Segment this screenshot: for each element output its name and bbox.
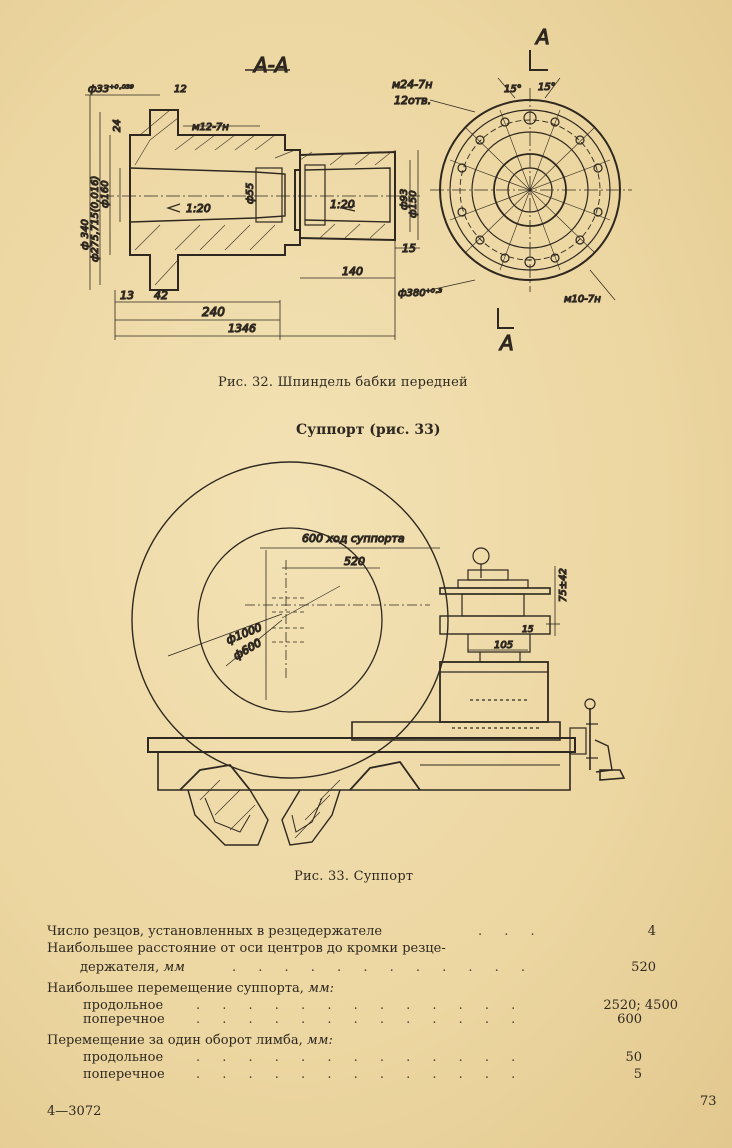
figure-32-caption: Рис. 32. Шпиндель бабки передней <box>218 375 468 390</box>
taper-right: 1:20 <box>330 198 355 211</box>
spindle-section-view <box>85 69 420 340</box>
spec-value: 5 <box>633 1067 642 1082</box>
spec-value: 520 <box>631 960 656 975</box>
leader-dots: . . . . . . . . . . . . . <box>196 998 525 1013</box>
carriage-drawing: 600 ход суппорта 520 ф1000 ф600 75±42 10… <box>131 461 626 846</box>
spec-value: 2520; 4500 <box>603 998 678 1013</box>
spec-row: продольное . . . . . . . . . . . . . 50 <box>0 1050 732 1066</box>
dim-240: 240 <box>202 305 225 319</box>
spec-label: держателя, мм <box>80 960 185 975</box>
spec-row: Число резцов, установленных в резцедержа… <box>0 924 732 940</box>
dim-d275: ф275,715(0,016) <box>90 176 101 262</box>
tool-post <box>439 547 560 723</box>
printer-signature: 4—3072 <box>47 1104 102 1119</box>
spec-unit: мм <box>163 960 185 975</box>
spec-row: поперечное . . . . . . . . . . . . . 600 <box>0 1012 732 1028</box>
handwheel <box>569 698 626 781</box>
spec-label: Перемещение за один оборот лимба, мм: <box>47 1033 333 1048</box>
dim-42: 42 <box>154 289 168 302</box>
thread-m10: м10-7н <box>564 294 601 305</box>
dim-13: 13 <box>120 289 134 302</box>
page-number: 73 <box>700 1094 717 1109</box>
dim-travel: 600 ход суппорта <box>302 532 405 545</box>
dim-d340: ф 340 <box>80 219 91 250</box>
figure-33-caption: Рис. 33. Суппорт <box>294 869 414 884</box>
spec-label: продольное <box>83 998 164 1013</box>
spec-row: Наибольшее перемещение суппорта, мм: <box>0 981 732 997</box>
spec-value: 50 <box>625 1050 642 1065</box>
spec-row: держателя, мм . . . . . . . . . . . . 52… <box>0 960 732 976</box>
dim-12: 12 <box>174 84 187 95</box>
dim-105: 105 <box>494 640 513 651</box>
leader-dots: . . . . . . . . . . . . . <box>196 1050 525 1065</box>
spec-value: 4 <box>647 924 656 939</box>
leader-dots: . . . . . . . . . . . . . <box>196 1012 525 1027</box>
spec-label: продольное <box>83 1050 164 1065</box>
dim-d380: ф380⁺⁰·³ <box>398 288 442 299</box>
dim-d55: ф55 <box>245 183 256 204</box>
dim-24: 24 <box>112 119 123 132</box>
dim-d93: ф93 <box>399 189 410 210</box>
section-label: А-А <box>252 53 289 77</box>
spec-label: Наибольшее расстояние от оси центров до … <box>47 941 446 956</box>
angle-15-left: 15° <box>504 84 522 95</box>
spec-label: Наибольшее перемещение суппорта, мм: <box>47 981 335 996</box>
spec-row: поперечное . . . . . . . . . . . . . 5 <box>0 1067 732 1083</box>
leader-dots: . . . . . . . . . . . . <box>232 960 535 975</box>
thread-m24: м24-7н <box>392 78 432 91</box>
spec-label: Число резцов, установленных в резцедержа… <box>47 924 383 939</box>
spec-value: 600 <box>617 1012 642 1027</box>
dim-75: 75±42 <box>558 568 569 602</box>
leader-dots: . . . . . . . . . . . . . <box>196 1067 525 1082</box>
spindle-end-view <box>429 50 632 329</box>
spec-label: поперечное <box>83 1067 165 1082</box>
holes-count: 12отв. <box>394 94 431 107</box>
angle-15-right: 15° <box>538 82 556 93</box>
spec-row: Перемещение за один оборот лимба, мм: <box>0 1033 732 1049</box>
thread-m12: м12-7н <box>192 122 229 133</box>
spindle-drawing: А-А А А ф33⁺⁰·⁰³⁹ 12 м12-7н ф 340 ф275,7… <box>79 24 632 356</box>
spec-label: поперечное <box>83 1012 165 1027</box>
taper-left: 1:20 <box>186 202 211 215</box>
cut-mark-label-bottom: А <box>498 331 514 355</box>
spec-row: продольное . . . . . . . . . . . . . 252… <box>0 998 732 1014</box>
dim-d160: ф160 <box>100 180 111 208</box>
dim-520: 520 <box>344 555 365 568</box>
dim-15: 15 <box>402 242 416 255</box>
section-heading: Суппорт (рис. 33) <box>296 422 441 438</box>
leader-dots: . . . <box>478 924 544 939</box>
dim-140: 140 <box>342 265 363 278</box>
dim-15-support: 15 <box>522 625 534 635</box>
spec-unit: мм: <box>306 1033 333 1048</box>
dim-d33: ф33⁺⁰·⁰³⁹ <box>88 84 134 95</box>
spec-unit: мм: <box>308 981 335 996</box>
dim-1346: 1346 <box>228 322 256 335</box>
spec-row: Наибольшее расстояние от оси центров до … <box>0 941 732 957</box>
swing-circles <box>131 461 449 779</box>
carriage-bed <box>147 721 576 846</box>
dim-d150: ф150 <box>408 190 419 218</box>
cut-mark-label-top: А <box>534 25 550 49</box>
